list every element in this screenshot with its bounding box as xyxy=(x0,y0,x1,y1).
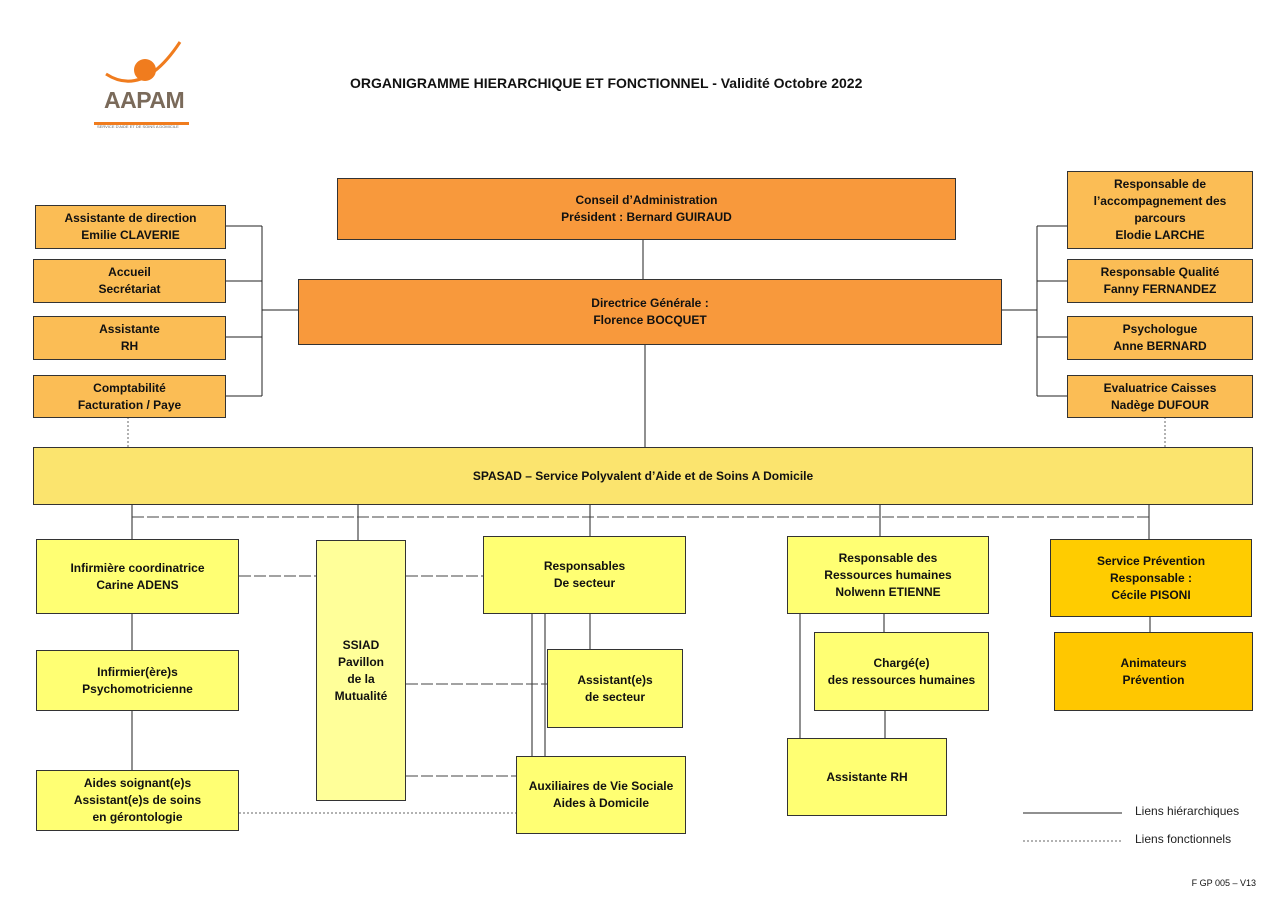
box-charge-rh: Chargé(e) des ressources humaines xyxy=(814,632,989,711)
box-line: Psychologue xyxy=(1122,322,1198,336)
box-line: Animateurs xyxy=(1120,655,1187,670)
box-line: Service Prévention xyxy=(1096,553,1206,568)
box-line: Psychomotricienne xyxy=(82,681,193,696)
box-assistante-direction: Assistante de direction Emilie CLAVERIE xyxy=(35,205,226,249)
box-line: Mutualité xyxy=(334,688,388,703)
box-line: Responsable de xyxy=(1113,177,1207,191)
box-line: Accueil xyxy=(108,265,151,279)
box-auxiliaires-vie-sociale: Auxiliaires de Vie Sociale Aides à Domic… xyxy=(516,756,686,834)
box-line: Responsables xyxy=(543,559,626,573)
page-title: ORGANIGRAMME HIERARCHIQUE ET FONCTIONNEL… xyxy=(350,75,863,91)
box-psychologue: Psychologue Anne BERNARD xyxy=(1067,316,1253,360)
box-infirmiere-coordinatrice: Infirmière coordinatrice Carine ADENS xyxy=(36,539,239,614)
box-line: Infirmier(ère)s xyxy=(97,664,178,679)
box-line: Nadège DUFOUR xyxy=(1110,397,1209,412)
box-animateurs-prevention: Animateurs Prévention xyxy=(1054,632,1253,711)
functional-links xyxy=(127,417,1166,842)
legend-hierarchical-label: Liens hiérarchiques xyxy=(1135,804,1240,818)
box-conseil-administration: Conseil d’Administration Président : Ber… xyxy=(337,178,956,240)
legend-functional-label: Liens fonctionnels xyxy=(1135,832,1232,846)
box-assistants-secteur: Assistant(e)s de secteur xyxy=(547,649,683,728)
box-accueil-secretariat: Accueil Secrétariat xyxy=(33,259,226,303)
box-line: des ressources humaines xyxy=(827,672,976,687)
logo-name: AAPAM xyxy=(104,87,185,113)
box-service-prevention: Service Prévention Responsable : Cécile … xyxy=(1050,539,1252,617)
logo-subtitle: SERVICE D'AIDE ET DE SOINS A DOMICILE xyxy=(97,124,179,129)
box-responsable-accompagnement: Responsable de l’accompagnement des parc… xyxy=(1067,171,1253,249)
box-line: l’accompagnement des xyxy=(1093,194,1227,208)
hierarchical-links xyxy=(131,225,1151,814)
box-ssiad: SSIAD Pavillon de la Mutualité xyxy=(316,540,406,801)
box-line: Assistant(e)s xyxy=(577,672,653,687)
box-line: en gérontologie xyxy=(92,810,183,824)
box-line: RH xyxy=(120,339,139,353)
box-line: Infirmière coordinatrice xyxy=(70,560,205,575)
box-infirmiers: Infirmier(ère)s Psychomotricienne xyxy=(36,650,239,711)
box-line: SPASAD – Service Polyvalent d’Aide et de… xyxy=(472,468,814,483)
box-assistante-rh-direction: Assistante RH xyxy=(33,316,226,360)
box-line: SSIAD xyxy=(342,637,380,652)
box-line: Florence BOCQUET xyxy=(593,313,707,327)
box-line: Comptabilité xyxy=(93,380,166,395)
box-spasad: SPASAD – Service Polyvalent d’Aide et de… xyxy=(33,447,1253,505)
box-line: Anne BERNARD xyxy=(1113,339,1207,353)
box-line: Responsable Qualité xyxy=(1100,265,1220,279)
box-line: Fanny FERNANDEZ xyxy=(1103,282,1217,296)
box-line: Auxiliaires de Vie Sociale xyxy=(528,779,674,793)
box-line: Assistante RH xyxy=(826,769,908,784)
box-line: de secteur xyxy=(584,689,646,704)
logo-graphic xyxy=(94,41,189,125)
box-line: Chargé(e) xyxy=(873,655,930,670)
box-line: Secrétariat xyxy=(98,282,161,296)
box-line: Directrice Générale : xyxy=(591,296,709,310)
box-responsables-secteur: Responsables De secteur xyxy=(483,536,686,614)
box-directrice-generale: Directrice Générale : Florence BOCQUET xyxy=(298,279,1002,345)
box-line: Assistante de direction xyxy=(64,211,197,225)
box-line: de la xyxy=(347,671,375,686)
logo xyxy=(88,38,193,133)
document-reference: F GP 005 – V13 xyxy=(1191,878,1256,888)
box-line: Carine ADENS xyxy=(96,577,179,592)
box-line: Ressources humaines xyxy=(824,567,952,582)
box-line: Responsable : xyxy=(1109,570,1193,585)
box-line: Facturation / Paye xyxy=(77,397,182,412)
box-line: Responsable des xyxy=(838,550,938,565)
box-line: Elodie LARCHE xyxy=(1115,228,1205,242)
box-line: Pavillon xyxy=(337,654,384,669)
box-aides-soignants: Aides soignant(e)s Assistant(e)s de soin… xyxy=(36,770,239,831)
box-line: Aides soignant(e)s xyxy=(83,776,192,790)
box-line: Evaluatrice Caisses xyxy=(1103,380,1217,395)
box-assistante-rh: Assistante RH xyxy=(787,738,947,816)
box-line: Assistante xyxy=(99,322,160,336)
box-line: parcours xyxy=(1134,211,1186,225)
box-line: Cécile PISONI xyxy=(1111,587,1191,602)
box-responsable-qualite: Responsable Qualité Fanny FERNANDEZ xyxy=(1067,259,1253,303)
box-line: Président : Bernard GUIRAUD xyxy=(561,210,732,224)
box-line: Prévention xyxy=(1122,672,1185,687)
box-line: Emilie CLAVERIE xyxy=(81,228,180,242)
box-evaluatrice-caisses: Evaluatrice Caisses Nadège DUFOUR xyxy=(1067,375,1253,418)
dashed-links xyxy=(132,516,1149,777)
box-line: De secteur xyxy=(553,576,616,590)
box-comptabilite: Comptabilité Facturation / Paye xyxy=(33,375,226,418)
box-responsable-rh: Responsable des Ressources humaines Nolw… xyxy=(787,536,989,614)
box-line: Nolwenn ETIENNE xyxy=(835,584,941,599)
box-line: Aides à Domicile xyxy=(552,796,650,810)
box-line: Assistant(e)s de soins xyxy=(73,793,202,807)
box-line: Conseil d’Administration xyxy=(575,193,718,207)
